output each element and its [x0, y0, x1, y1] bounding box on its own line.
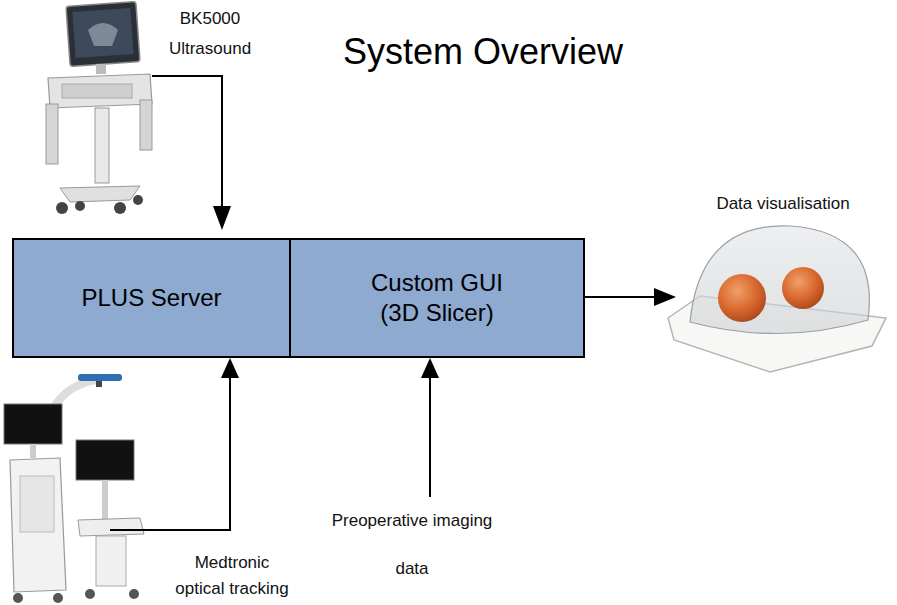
ultrasound-machine: [46, 2, 152, 214]
annotation-label: BK5000 Ultrasound: [160, 4, 260, 64]
box-label: PLUS Server: [81, 283, 221, 313]
box-text-group: Custom GUI (3D Slicer): [357, 268, 517, 328]
box-text-group: PLUS Server: [81, 283, 221, 313]
annotation-label: Preoperative imaging data: [325, 497, 500, 593]
diagram-title: System Overview: [343, 30, 623, 73]
process-box: Custom GUI (3D Slicer): [289, 238, 585, 358]
annotation-label: Medtronic optical tracking: [171, 550, 293, 602]
phantom-rendering: [668, 226, 886, 372]
tracking-system: [4, 374, 144, 603]
process-box: PLUS Server: [12, 238, 291, 358]
box-label: Custom GUI (3D Slicer): [357, 268, 517, 328]
annotation-label: Data visualisation: [716, 192, 849, 216]
